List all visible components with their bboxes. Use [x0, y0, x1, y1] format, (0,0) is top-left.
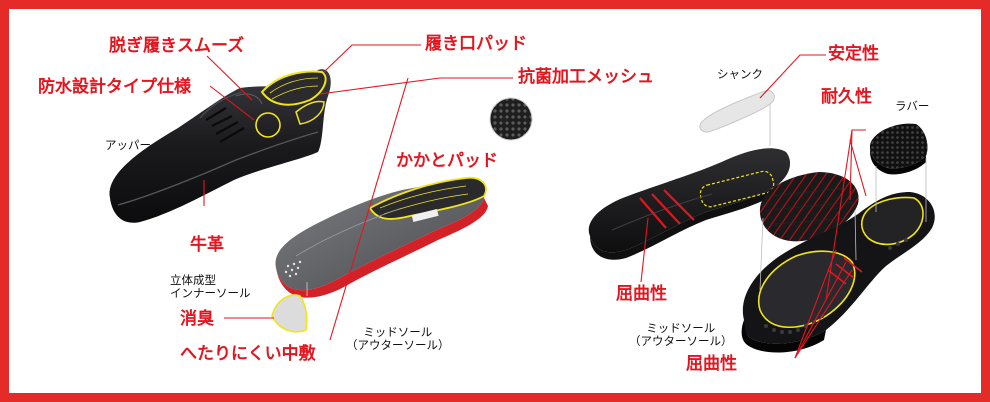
deodorant-pad-icon	[271, 294, 308, 333]
label-midsole-left-line2: （アウターソール）	[346, 338, 450, 353]
label-cowhide: 牛革	[190, 235, 224, 255]
label-heel-collar-pad: 履き口パッド	[425, 34, 527, 54]
left-leader-lines	[203, 44, 513, 341]
label-flex-1: 屈曲性	[616, 284, 667, 304]
label-upper: アッパー	[105, 138, 151, 152]
label-midsole-left-line1: ミッドソール	[363, 325, 433, 339]
label-heel-pad: かかとパッド	[396, 151, 498, 171]
mesh-swatch-icon	[489, 97, 533, 141]
label-insole-line1: 立体成型	[170, 273, 216, 287]
rubber-forefoot-icon	[759, 172, 859, 242]
label-wear-resistant: へたりにくい中敷	[180, 344, 316, 364]
shank-plate-icon	[699, 89, 775, 133]
insole-icon	[275, 176, 488, 298]
sole-top-icon	[588, 148, 791, 260]
label-midsole-right: ミッドソール （アウターソール）	[629, 321, 733, 349]
label-insole: 立体成型 インナーソール	[170, 273, 251, 301]
right-guide-lines	[759, 104, 927, 291]
rubber-heel-icon	[869, 123, 928, 175]
label-midsole-right-line2: （アウターソール）	[629, 334, 733, 349]
label-stability: 安定性	[828, 44, 879, 64]
label-rubber: ラバー	[895, 99, 930, 113]
right-leader-lines	[640, 54, 867, 359]
label-antibacterial-mesh: 抗菌加工メッシュ	[518, 67, 654, 87]
label-durability: 耐久性	[821, 87, 872, 107]
label-insole-line2: インナーソール	[170, 286, 251, 301]
label-flex-2: 屈曲性	[686, 354, 737, 374]
shoe-upper-icon	[109, 69, 331, 223]
label-smooth-slip: 脱ぎ履きスムーズ	[109, 36, 245, 56]
label-waterproof: 防水設計タイプ仕様	[38, 77, 191, 97]
label-shank: シャンク	[717, 67, 763, 81]
label-deodorize: 消臭	[180, 309, 214, 329]
label-midsole-left: ミッドソール （アウターソール）	[346, 325, 450, 353]
label-midsole-right-line1: ミッドソール	[646, 321, 716, 335]
